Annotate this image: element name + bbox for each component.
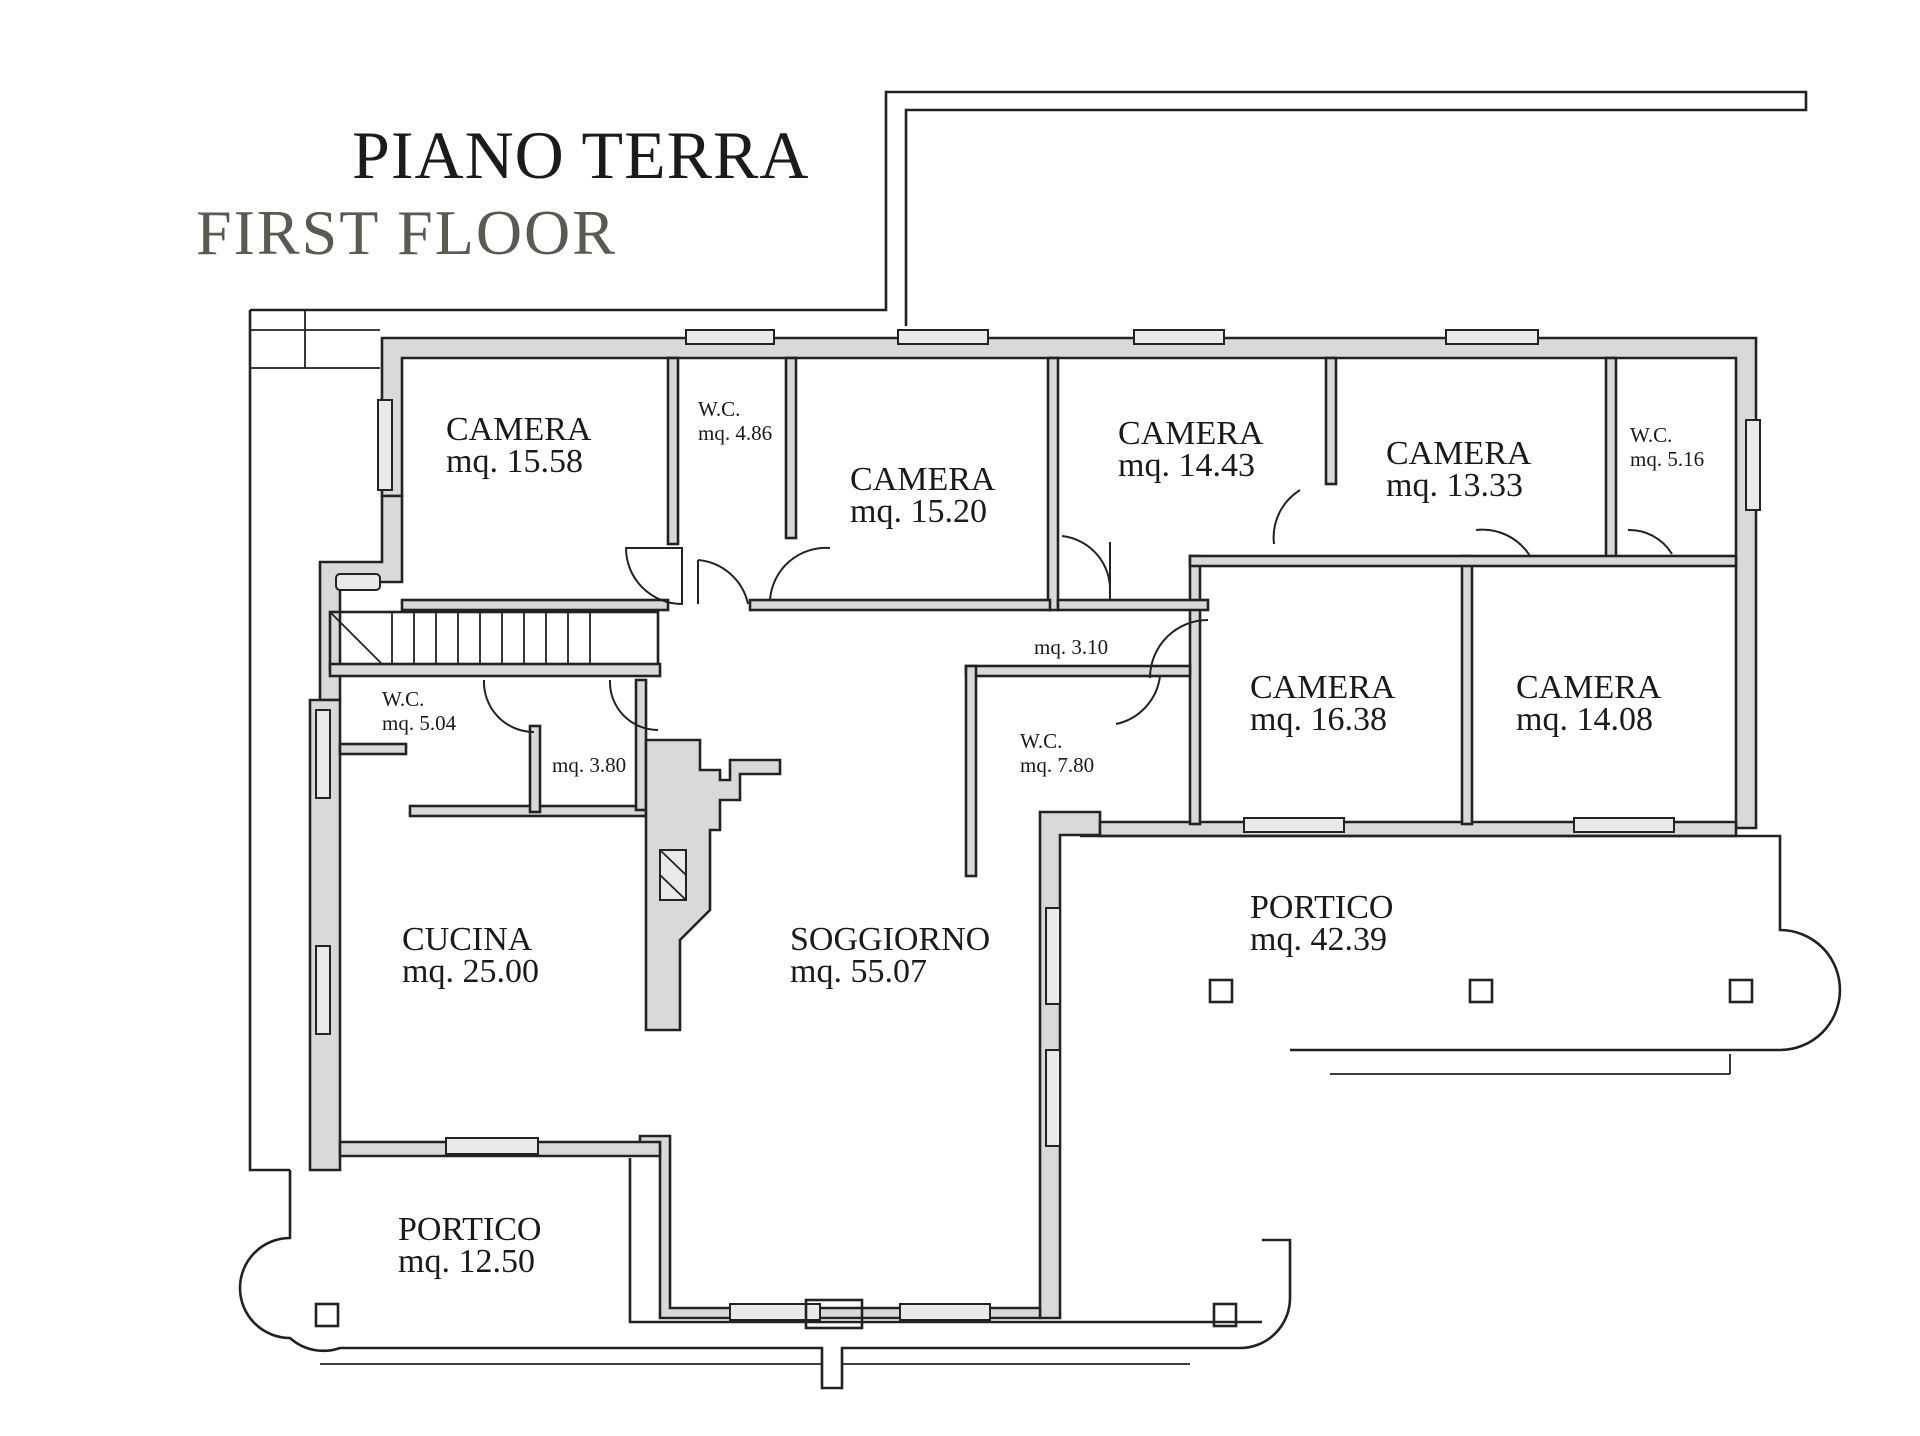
room-name: W.C. [382, 687, 424, 711]
room-area: mq. 3.80 [552, 753, 626, 777]
room-area: mq. 25.00 [402, 953, 539, 990]
room-name: PORTICO [398, 1211, 541, 1248]
room-camera-1443: CAMERA mq. 14.43 [1118, 415, 1264, 484]
room-hall-310: mq. 3.10 [1034, 635, 1108, 659]
room-name: CAMERA [1386, 435, 1532, 472]
room-name: CAMERA [1516, 669, 1662, 706]
room-area: mq. 5.04 [382, 711, 457, 735]
room-area: mq. 12.50 [398, 1243, 535, 1280]
doors [482, 489, 1673, 733]
property-boundary [248, 90, 1808, 1172]
room-portico-1250: PORTICO mq. 12.50 [398, 1211, 541, 1280]
room-wc-486: W.C. mq. 4.86 [698, 397, 772, 445]
room-area: mq. 15.20 [850, 493, 987, 530]
staircase [328, 573, 662, 678]
room-wc-780: W.C. mq. 7.80 [1020, 729, 1094, 777]
plan-title: PIANO TERRA [352, 117, 810, 193]
windows [315, 329, 1761, 1321]
room-area: mq. 55.07 [790, 953, 927, 990]
room-area: mq. 5.16 [1630, 447, 1704, 471]
room-area: mq. 14.43 [1118, 447, 1255, 484]
portico-right [1080, 834, 1842, 1075]
room-camera-1638: CAMERA mq. 16.38 [1250, 669, 1396, 738]
room-portico-4239: PORTICO mq. 42.39 [1250, 889, 1393, 958]
room-area: mq. 16.38 [1250, 701, 1387, 738]
plan-subtitle: FIRST FLOOR [196, 197, 617, 268]
room-name: CAMERA [1250, 669, 1396, 706]
room-wc-516: W.C. mq. 5.16 [1630, 423, 1704, 471]
room-name: W.C. [1020, 729, 1062, 753]
room-wc-504: W.C. mq. 5.04 [382, 687, 457, 735]
room-area: mq. 13.33 [1386, 467, 1523, 504]
outer-walls [308, 336, 1758, 1320]
interior-walls [338, 356, 1738, 1032]
room-area: mq. 42.39 [1250, 921, 1387, 958]
room-camera-1520: CAMERA mq. 15.20 [850, 461, 996, 530]
room-cucina: CUCINA mq. 25.00 [402, 921, 539, 990]
room-camera-1558: CAMERA mq. 15.58 [446, 411, 592, 480]
room-area: mq. 4.86 [698, 421, 772, 445]
room-camera-1333: CAMERA mq. 13.33 [1386, 435, 1532, 504]
room-name: W.C. [1630, 423, 1672, 447]
room-area: mq. 3.10 [1034, 635, 1108, 659]
room-name: W.C. [698, 397, 740, 421]
room-name: PORTICO [1250, 889, 1393, 926]
room-name: CAMERA [850, 461, 996, 498]
room-camera-1408: CAMERA mq. 14.08 [1516, 669, 1662, 738]
room-name: CAMERA [446, 411, 592, 448]
room-area: mq. 14.08 [1516, 701, 1653, 738]
room-area: mq. 7.80 [1020, 753, 1094, 777]
room-name: CUCINA [402, 921, 533, 958]
room-closet-380: mq. 3.80 [552, 753, 626, 777]
room-name: CAMERA [1118, 415, 1264, 452]
room-name: SOGGIORNO [790, 921, 990, 958]
room-soggiorno: SOGGIORNO mq. 55.07 [790, 921, 990, 990]
portico-left [238, 1158, 1292, 1390]
room-area: mq. 15.58 [446, 443, 583, 480]
